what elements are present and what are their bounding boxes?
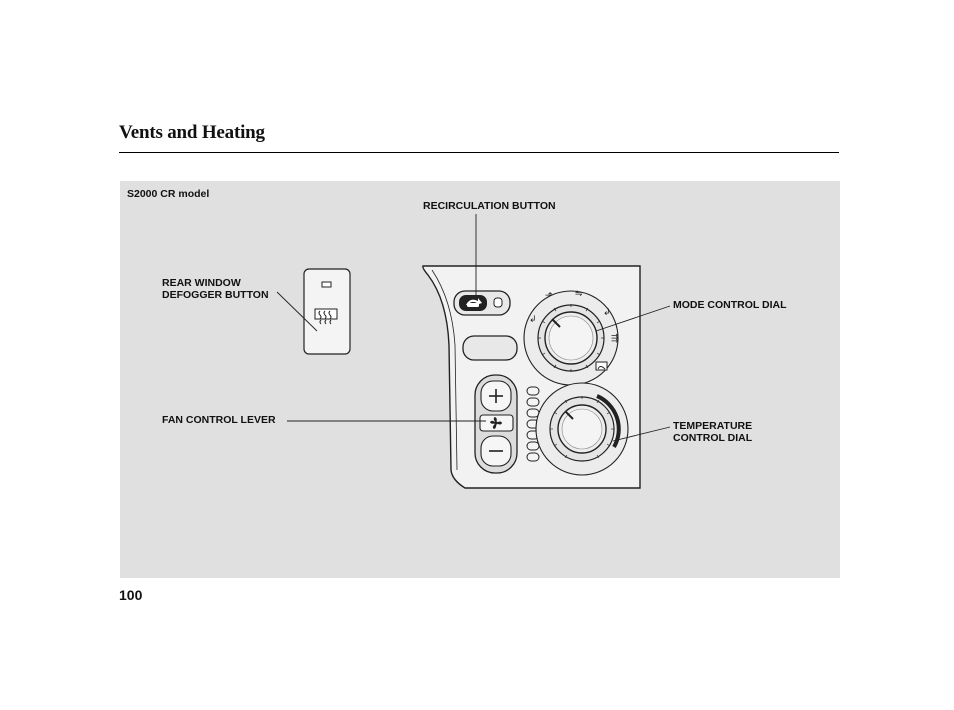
- leader-lines: [276, 214, 671, 442]
- mode-control-dial-shape: ↲ ⬏ ⇋ ↲ ⇶: [523, 289, 619, 386]
- rear-defogger-label-line1: REAR WINDOW: [162, 277, 241, 289]
- temperature-control-dial-shape: [535, 382, 629, 476]
- defroster-icon: [314, 308, 338, 325]
- fan-control-lever-label: FAN CONTROL LEVER: [162, 414, 276, 426]
- rear-defogger-label-line2: DEFOGGER BUTTON: [162, 289, 269, 301]
- fan-control-lever-shape: [474, 374, 518, 474]
- recirculation-button-label: RECIRCULATION BUTTON: [423, 200, 556, 212]
- blank-button: [462, 335, 518, 361]
- vent-mode-icon: ↲ ⬏ ⇋ ↲ ⇶: [529, 289, 619, 344]
- temperature-dial-label-line2: CONTROL DIAL: [673, 432, 753, 444]
- recirculation-icon: [466, 298, 482, 307]
- page-number: 100: [119, 587, 143, 603]
- recirculation-button-shape: [453, 290, 511, 316]
- title-rule: [119, 152, 839, 153]
- plus-icon: [489, 389, 503, 403]
- svg-text:⬏: ⬏: [545, 291, 553, 301]
- rear-defogger-switch: [303, 268, 351, 355]
- temperature-dial-label-line1: TEMPERATURE: [673, 420, 753, 432]
- svg-text:⇶: ⇶: [611, 333, 619, 344]
- temperature-dial-label: TEMPERATURE CONTROL DIAL: [673, 420, 752, 444]
- svg-text:↲: ↲: [603, 308, 611, 318]
- model-note: S2000 CR model: [127, 188, 210, 200]
- fan-icon: [490, 417, 502, 429]
- rear-defogger-label: REAR WINDOW DEFOGGER BUTTON: [162, 277, 269, 301]
- mode-control-dial-label: MODE CONTROL DIAL: [673, 299, 787, 311]
- svg-text:↲: ↲: [529, 315, 537, 325]
- svg-text:⇋: ⇋: [575, 289, 583, 299]
- page-title: Vents and Heating: [119, 122, 265, 143]
